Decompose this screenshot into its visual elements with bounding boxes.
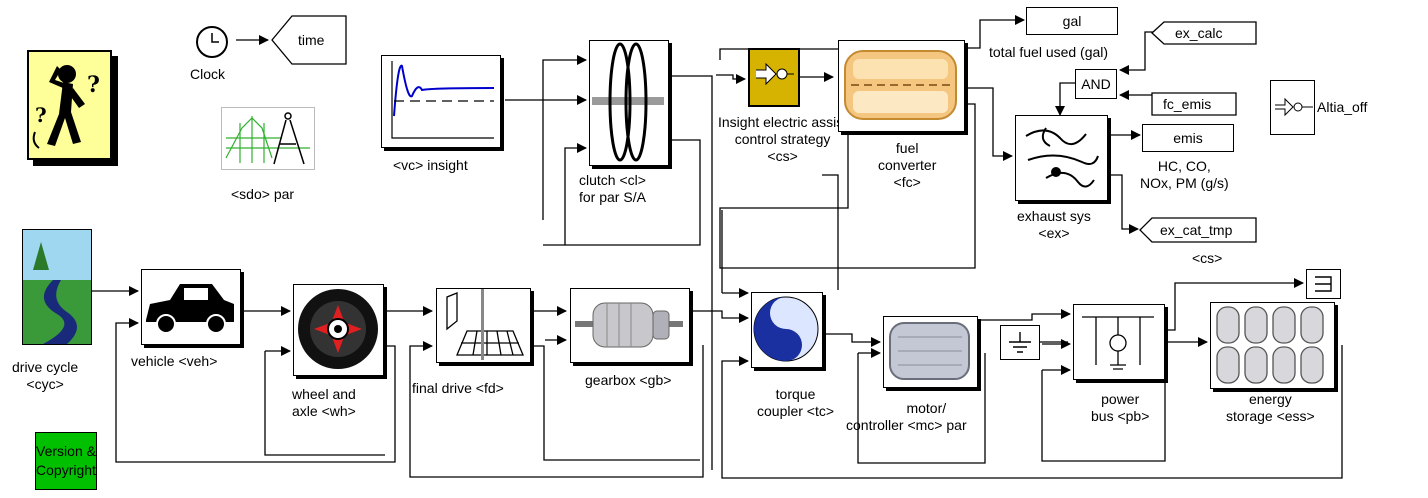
fuel-converter-label: fuel converter <fc>: [878, 140, 937, 190]
vehicle-label: vehicle <veh>: [131, 353, 218, 369]
sdo-par-block[interactable]: [221, 107, 315, 170]
switch-logic-icon: [1275, 97, 1313, 117]
energy-storage-block[interactable]: [1210, 302, 1335, 389]
sdo-par-label: <sdo> par: [231, 186, 295, 202]
ground-block[interactable]: [1000, 325, 1040, 360]
torque-coupler-label: torque coupler <tc>: [757, 386, 835, 419]
exhaust-label: exhaust sys <ex>: [1017, 208, 1091, 241]
drive-cycle-block[interactable]: [22, 229, 92, 345]
gearbox-block[interactable]: [570, 288, 690, 363]
exhaust-swirl-icon: [1025, 127, 1099, 188]
goto-time-label: time: [298, 32, 325, 48]
wheel-icon: [298, 289, 378, 369]
yin-yang-coupler-icon: [753, 296, 819, 362]
power-bus-icon: [1082, 316, 1154, 370]
version-line1: Version &: [36, 443, 96, 459]
emis-display[interactable]: emis: [1142, 124, 1234, 152]
power-bus-label: power bus <pb>: [1091, 391, 1150, 424]
fc-emis-tag[interactable]: [1150, 91, 1240, 117]
confused-figure-icon: ? ?: [32, 65, 100, 149]
emis-text: emis: [1173, 130, 1203, 146]
clock-block[interactable]: [196, 26, 228, 58]
help-block[interactable]: ? ?: [27, 50, 112, 160]
clock-icon: [211, 33, 219, 43]
clutch-label: clutch <cl> for par S/A: [579, 172, 646, 205]
emis-units-label: HC, CO, NOx, PM (g/s): [1140, 158, 1229, 191]
ex-cat-tmp-label: ex_cat_tmp: [1160, 222, 1233, 238]
altia-off-block[interactable]: [1270, 80, 1315, 135]
version-line2: Copyright: [36, 462, 96, 478]
power-bus-block[interactable]: [1073, 304, 1165, 380]
version-copyright-button[interactable]: Version & Copyright: [35, 432, 97, 490]
battery-cells-icon: [1216, 306, 1324, 384]
ex-calc-tag[interactable]: [1150, 20, 1260, 46]
motor-controller-label: motor/ controller <mc> par: [846, 400, 967, 433]
final-drive-label: final drive <fd>: [412, 380, 504, 396]
altia-off-label: Altia_off: [1317, 99, 1368, 115]
engine-block-icon: [844, 50, 957, 120]
energy-storage-label: energy storage <ess>: [1226, 391, 1315, 424]
fuel-converter-block[interactable]: [838, 40, 965, 132]
gearbox-label: gearbox <gb>: [585, 372, 672, 388]
wheel-axle-label: wheel and axle <wh>: [292, 386, 356, 419]
vehicle-block[interactable]: [141, 269, 241, 345]
and-text: AND: [1081, 76, 1111, 92]
exhaust-block[interactable]: [1015, 115, 1108, 201]
total-fuel-label: total fuel used (gal): [989, 44, 1109, 60]
vc-insight-scope[interactable]: [381, 55, 501, 148]
terminator-block[interactable]: [1306, 269, 1341, 299]
motor-controller-block[interactable]: [883, 316, 978, 388]
final-drive-icon: [446, 289, 524, 360]
terminator-icon: [1315, 276, 1332, 292]
dividers-chart-icon: [225, 112, 310, 165]
ground-icon: [1009, 332, 1031, 353]
road-icon: [23, 230, 91, 344]
svg-text:?: ?: [35, 103, 47, 127]
car-icon: [146, 284, 234, 334]
ex-cat-tmp-tag[interactable]: [1138, 216, 1260, 244]
and-block[interactable]: AND: [1075, 69, 1117, 99]
svg-text:?: ?: [87, 72, 100, 98]
ex-cat-tmp-sub: <cs>: [1192, 250, 1223, 266]
drive-cycle-label: drive cycle <cyc>: [12, 359, 79, 392]
gal-text: gal: [1062, 13, 1082, 29]
gearbox-icon: [575, 302, 683, 348]
assist-control-block[interactable]: [748, 48, 800, 107]
ex-calc-label: ex_calc: [1175, 25, 1223, 41]
assist-label: Insight electric assist control strategy…: [718, 114, 848, 165]
gal-display[interactable]: gal: [1026, 7, 1118, 35]
clutch-block[interactable]: [589, 40, 669, 166]
switch-logic-icon: [756, 62, 794, 86]
clutch-discs-icon: [592, 42, 664, 162]
scope-step-response-icon: [391, 61, 495, 139]
wheel-axle-block[interactable]: [293, 284, 384, 376]
motor-icon: [889, 322, 970, 380]
clock-label: Clock: [190, 66, 226, 82]
fc-emis-label: fc_emis: [1163, 96, 1212, 112]
final-drive-block[interactable]: [436, 288, 531, 363]
vc-insight-label: <vc> insight: [393, 157, 468, 173]
torque-coupler-block[interactable]: [751, 292, 823, 368]
goto-time-tag[interactable]: [270, 14, 350, 66]
